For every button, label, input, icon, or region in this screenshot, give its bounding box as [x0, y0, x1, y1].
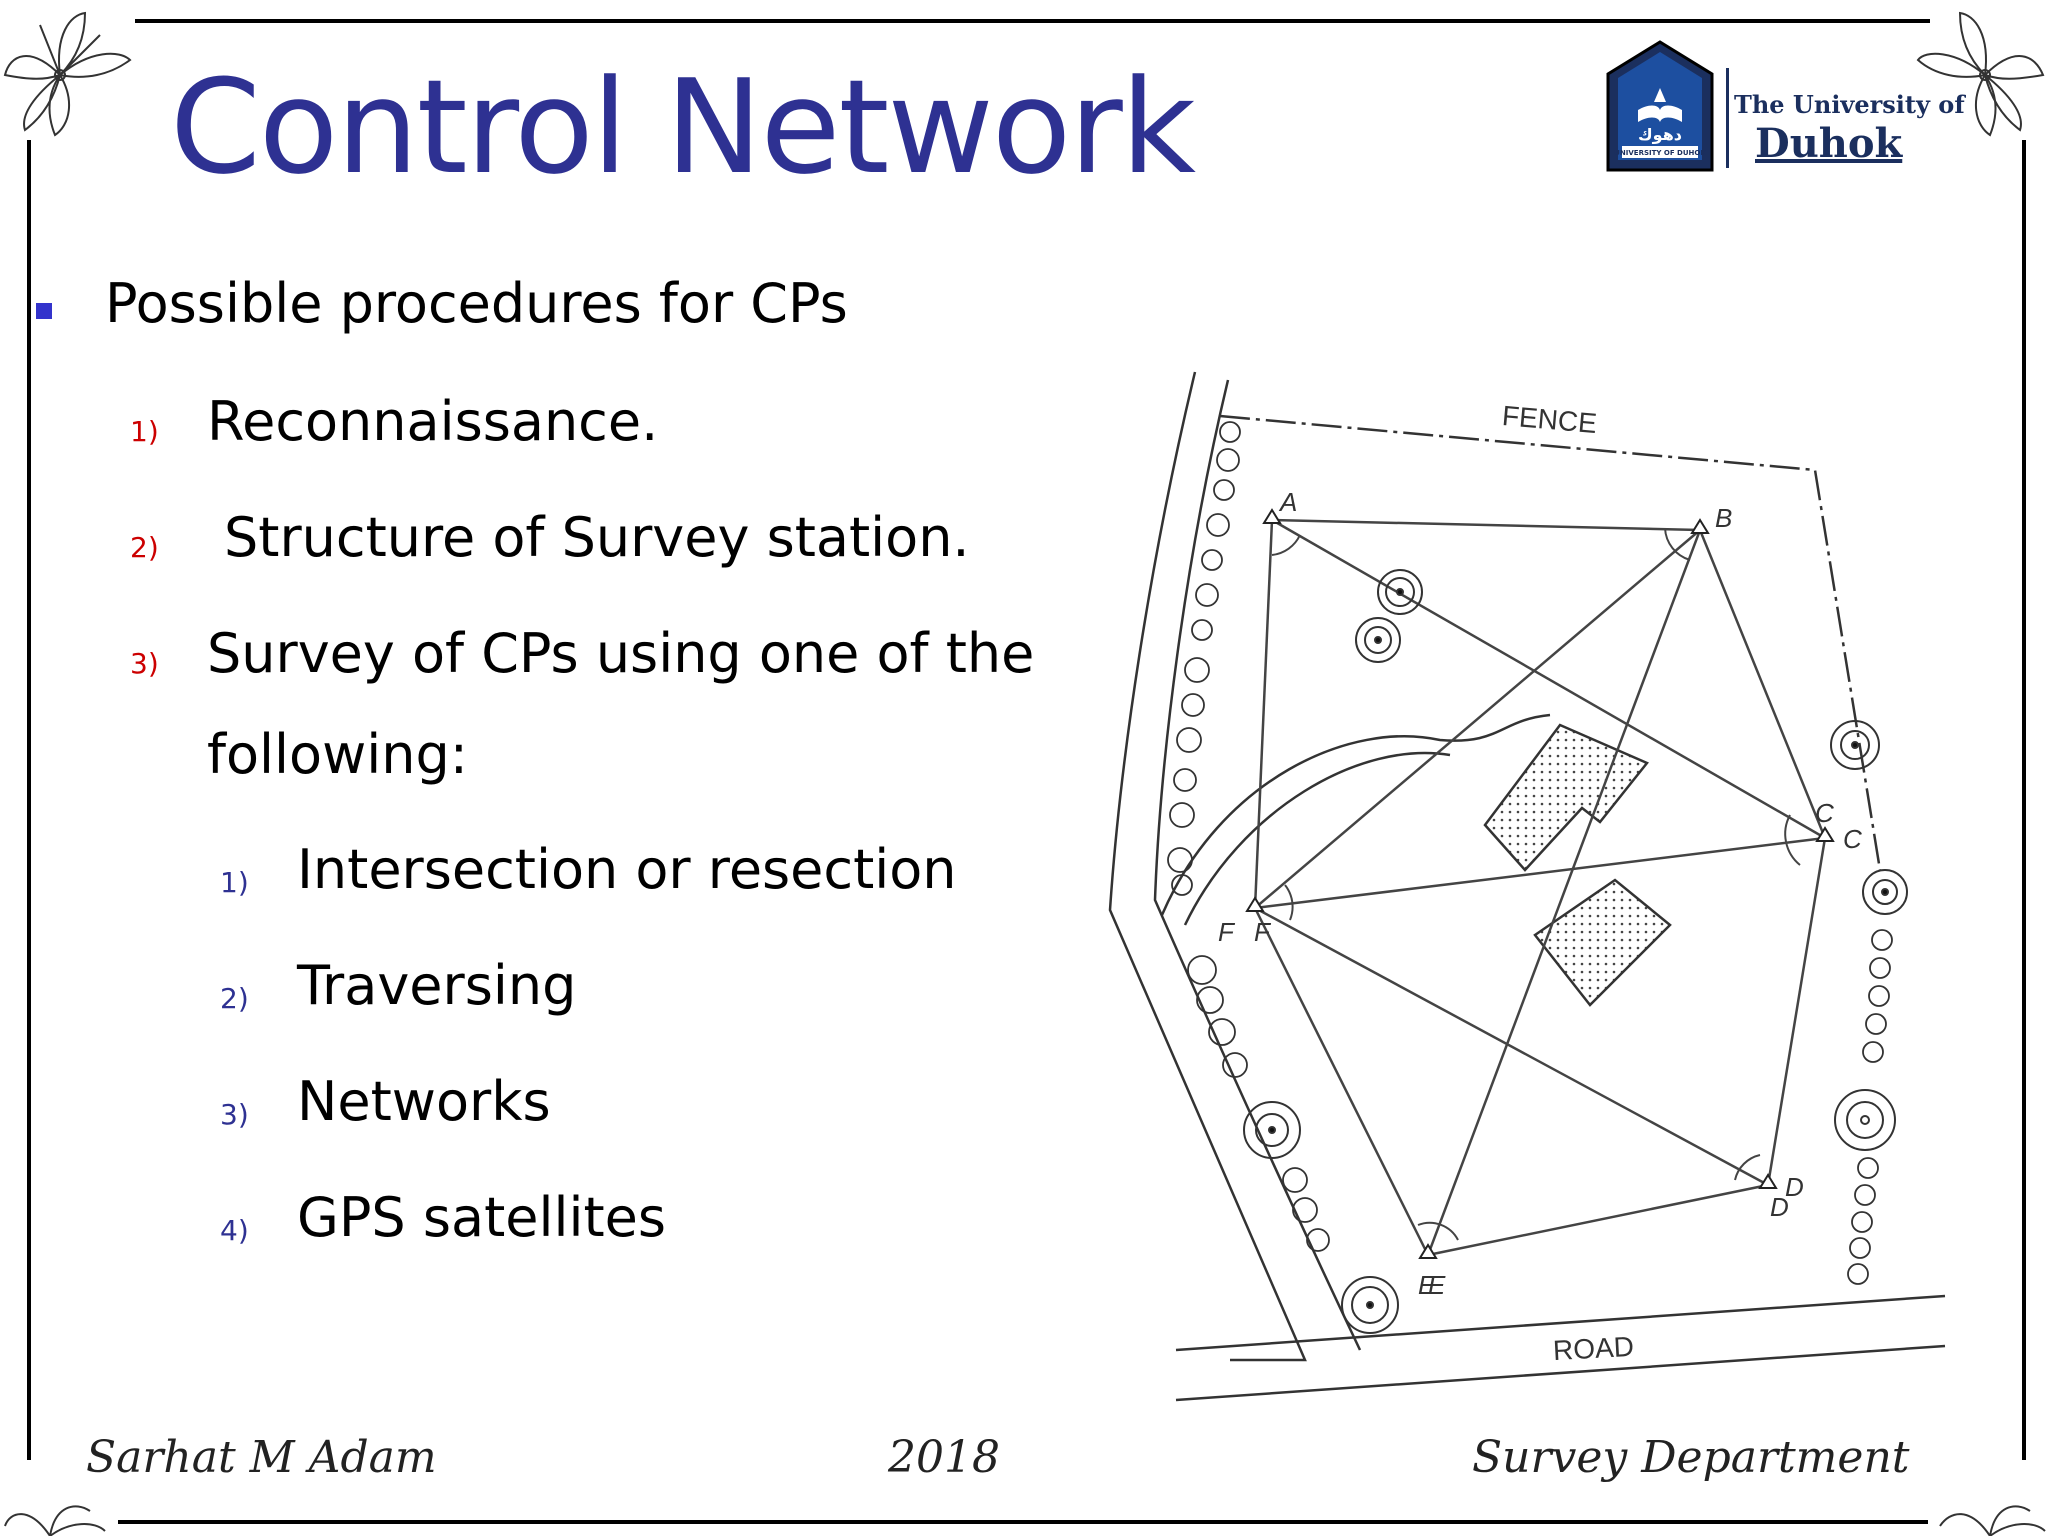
driveway-lower — [1183, 751, 1451, 926]
road-label: ROAD — [1552, 1330, 1635, 1367]
left-boundary-line — [1108, 371, 1307, 1362]
university-logo: UNIVERSITY OF DUHOK دهوك The University … — [1600, 38, 1965, 178]
item-1-number: 1) — [130, 415, 159, 448]
station-e-label-2: E — [1428, 1270, 1446, 1300]
station-e-label-1: E — [1418, 1270, 1436, 1300]
network-lines — [1253, 518, 1827, 1257]
subitem-3-text: Networks — [297, 1070, 551, 1133]
driveway-upper — [1160, 713, 1551, 916]
station-e-marker — [1418, 1243, 1438, 1259]
top-border-line — [135, 19, 1930, 23]
subitem-2-text: Traversing — [297, 954, 577, 1017]
station-c-label-2: C — [1843, 824, 1862, 854]
subitem-3-number: 3) — [220, 1098, 249, 1131]
road-edge-lower — [1175, 1344, 1946, 1402]
logo-text-line1: The University of — [1734, 90, 1965, 119]
trees — [1243, 569, 1908, 1334]
subitem-4-number: 4) — [220, 1214, 249, 1247]
item-2-number: 2) — [130, 531, 159, 564]
footer-author: Sarhat M Adam — [86, 1432, 437, 1483]
right-border-line — [2022, 140, 2026, 1460]
item-3-continuation: following: — [207, 723, 468, 786]
item-2-text: Structure of Survey station. — [224, 506, 970, 569]
angle-arcs — [1271, 527, 1801, 1241]
station-f-label-1: F — [1218, 917, 1234, 947]
subitem-4-text: GPS satellites — [297, 1186, 667, 1249]
slide-title: Control Network — [170, 51, 1196, 203]
station-a-marker — [1262, 508, 1282, 524]
footer-year: 2018 — [888, 1432, 1000, 1483]
inner-boundary-line — [1153, 379, 1362, 1351]
bottom-border-line — [118, 1520, 1928, 1524]
control-network-diagram — [1108, 371, 1946, 1402]
station-f-marker — [1245, 896, 1265, 912]
svg-text:دهوك: دهوك — [1638, 125, 1682, 144]
fence-line — [1219, 414, 1882, 871]
subitem-1-number: 1) — [220, 866, 249, 899]
building-upper — [1483, 723, 1649, 872]
item-1-text: Reconnaissance. — [207, 390, 659, 453]
station-c-label-1: C — [1815, 798, 1834, 828]
hedge-left — [1167, 421, 1330, 1252]
building-lower — [1533, 878, 1672, 1007]
university-seal-icon: UNIVERSITY OF DUHOK دهوك — [1606, 40, 1729, 172]
station-a-label: A — [1280, 487, 1298, 517]
subitem-2-number: 2) — [220, 982, 249, 1015]
main-bullet-text: Possible procedures for CPs — [105, 272, 848, 335]
station-b-label: B — [1715, 503, 1733, 533]
station-f-label-2: F — [1254, 917, 1270, 947]
bullet-marker — [36, 303, 52, 319]
flower-ornament-bottom-left — [4, 1505, 106, 1536]
station-b-marker — [1690, 518, 1710, 534]
item-3-number: 3) — [130, 647, 159, 680]
road-edge-upper — [1175, 1294, 1946, 1352]
station-d-label-1: D — [1785, 1172, 1804, 1202]
hedge-right — [1847, 929, 1893, 1285]
logo-text-line2: Duhok — [1755, 120, 1903, 167]
subitem-1-text: Intersection or resection — [297, 838, 957, 901]
item-3-text: Survey of CPs using one of the — [207, 622, 1035, 685]
station-d-marker — [1758, 1173, 1778, 1189]
flower-ornament-top-right — [1916, 11, 2045, 137]
flower-ornament-top-left — [3, 11, 132, 137]
station-d-label-2: D — [1770, 1192, 1789, 1222]
flower-ornament-bottom-right — [1939, 1505, 2046, 1536]
footer-department: Survey Department — [1472, 1432, 1910, 1483]
svg-text:UNIVERSITY OF DUHOK: UNIVERSITY OF DUHOK — [1614, 149, 1706, 157]
station-c-marker — [1815, 826, 1835, 842]
left-border-line — [27, 140, 31, 1460]
